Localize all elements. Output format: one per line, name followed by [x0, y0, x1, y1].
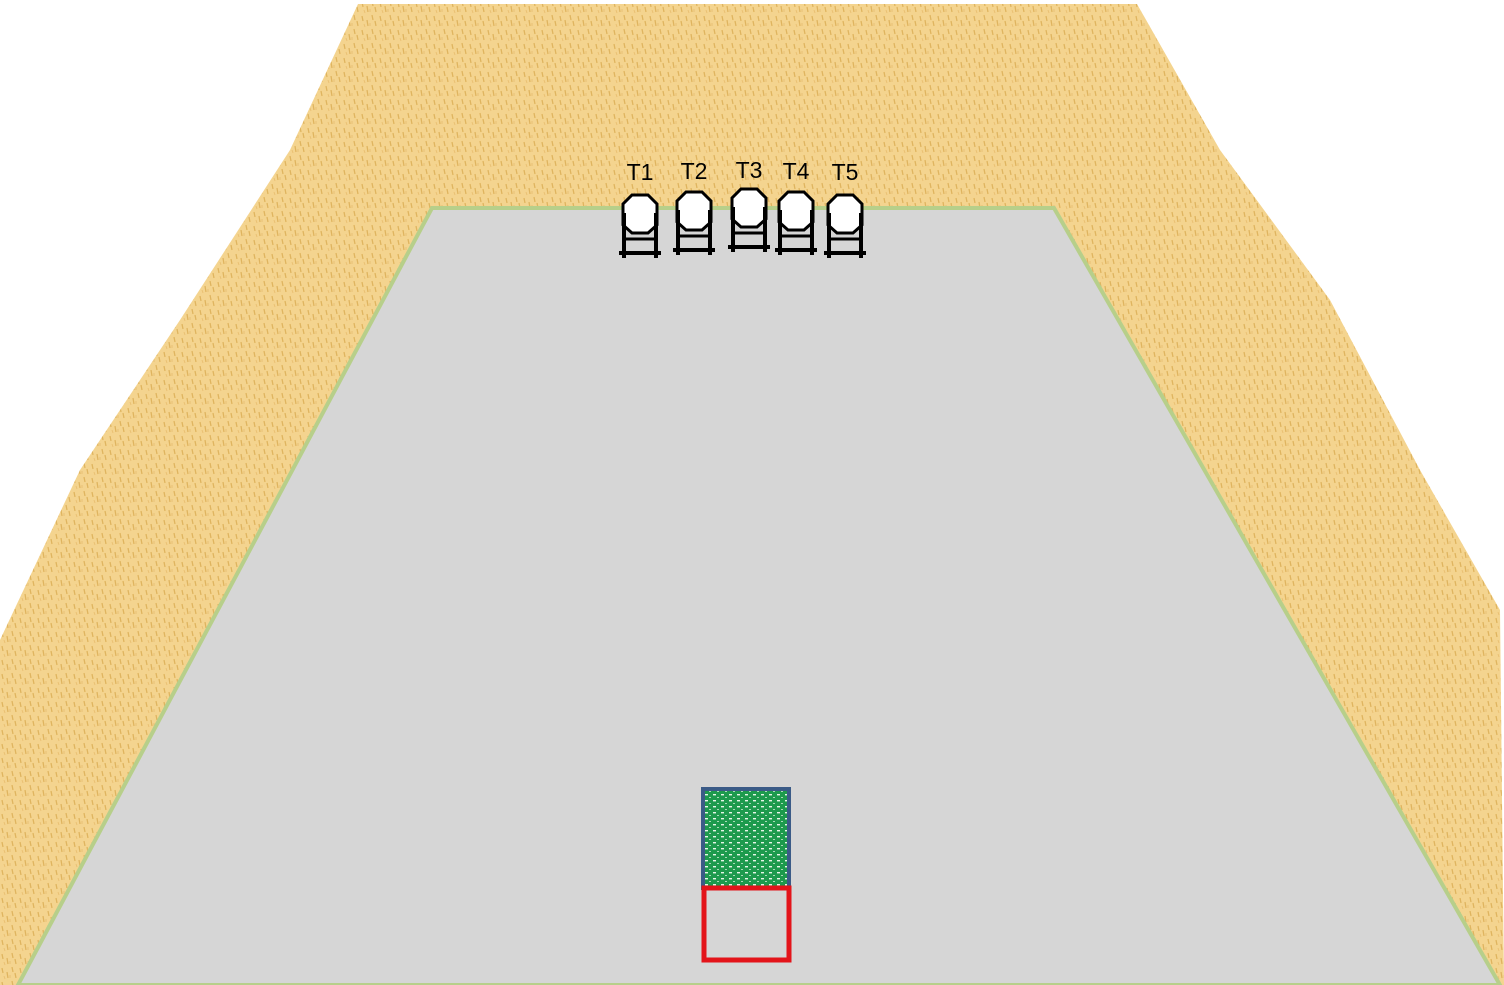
target-label: T3 — [736, 157, 763, 183]
target-label: T1 — [627, 159, 654, 185]
target-label: T2 — [681, 158, 708, 184]
target-label: T4 — [783, 158, 810, 184]
green-mat — [703, 789, 789, 888]
target-label: T5 — [832, 159, 859, 185]
